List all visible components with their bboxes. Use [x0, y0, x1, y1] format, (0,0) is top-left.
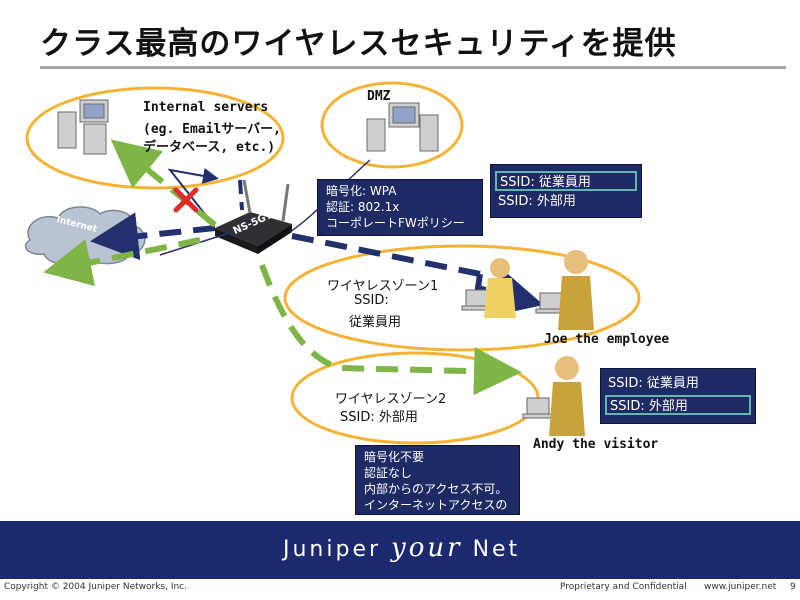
- footer-strip: [0, 579, 800, 600]
- zone1-ssid-value: 従業員用: [349, 315, 402, 330]
- dmz-zone: [320, 81, 464, 169]
- zone1-label: ワイヤレスゾーン1: [327, 279, 439, 294]
- policy-line: 暗号化: WPA: [326, 184, 397, 198]
- brand-word: your: [391, 533, 463, 563]
- visitor-figure-icon: [549, 356, 585, 436]
- ssid-row-employee: SSID: 従業員用: [608, 376, 699, 391]
- guest-policy-line: 内部からのアクセス不可。: [364, 482, 508, 496]
- confidential-text: Proprietary and Confidential: [560, 582, 687, 592]
- guest-policy-box: 暗号化不要 認証なし 内部からのアクセス不可。 インターネットアクセスのみ: [355, 445, 520, 528]
- dmz-label: DMZ: [367, 89, 391, 104]
- page-number: 9: [790, 582, 796, 592]
- ssid-row-employee: SSID: 従業員用: [495, 171, 637, 191]
- brand-word: Net: [472, 537, 521, 562]
- ssid-row-guest: SSID: 外部用: [498, 194, 576, 209]
- website-link[interactable]: www.juniper.net: [704, 582, 777, 592]
- guest-policy-line: 認証なし: [364, 466, 413, 480]
- corporate-policy-box: 暗号化: WPA 認証: 802.1x コーポレートFWポリシー: [317, 179, 483, 236]
- copyright-text: Copyright © 2004 Juniper Networks, Inc.: [4, 582, 187, 592]
- footer-band: [0, 521, 800, 579]
- internal-servers-sublabel: データベース, etc.): [143, 140, 276, 155]
- blocked-x-icon: [173, 187, 199, 213]
- policy-line: コーポレートFWポリシー: [326, 216, 465, 230]
- guest-policy-line: 暗号化不要: [364, 450, 425, 464]
- dmz-server-icon: [366, 102, 439, 152]
- wireless-zone-1: [283, 244, 641, 352]
- page-title: クラス最高のワイヤレスセキュリティを提供: [40, 26, 677, 62]
- brand-word: Juniper: [283, 537, 382, 562]
- zone2-ssid-label: SSID: 外部用: [340, 410, 418, 425]
- policy-line: 認証: 802.1x: [326, 200, 400, 214]
- ssid-row-guest: SSID: 外部用: [605, 395, 751, 415]
- server-icon: [57, 99, 109, 155]
- brand-tagline: Juniper your Net: [283, 533, 520, 563]
- employee-figure-icon: [484, 250, 594, 330]
- ssid-list-panel: SSID: 従業員用 SSID: 外部用: [600, 368, 756, 424]
- internal-servers-sublabel: (eg. Emailサーバー,: [143, 122, 281, 137]
- visitor-label: Andy the visitor: [533, 437, 659, 452]
- ssid-list-panel: SSID: 従業員用 SSID: 外部用: [490, 164, 642, 218]
- employee-label: Joe the employee: [544, 332, 670, 347]
- title-divider: [40, 66, 786, 69]
- laptop-icon: [461, 289, 567, 419]
- internal-servers-label: Internal servers: [143, 100, 269, 115]
- zone1-ssid-label: SSID:: [354, 293, 389, 308]
- zone2-label: ワイヤレスゾーン2: [335, 392, 447, 407]
